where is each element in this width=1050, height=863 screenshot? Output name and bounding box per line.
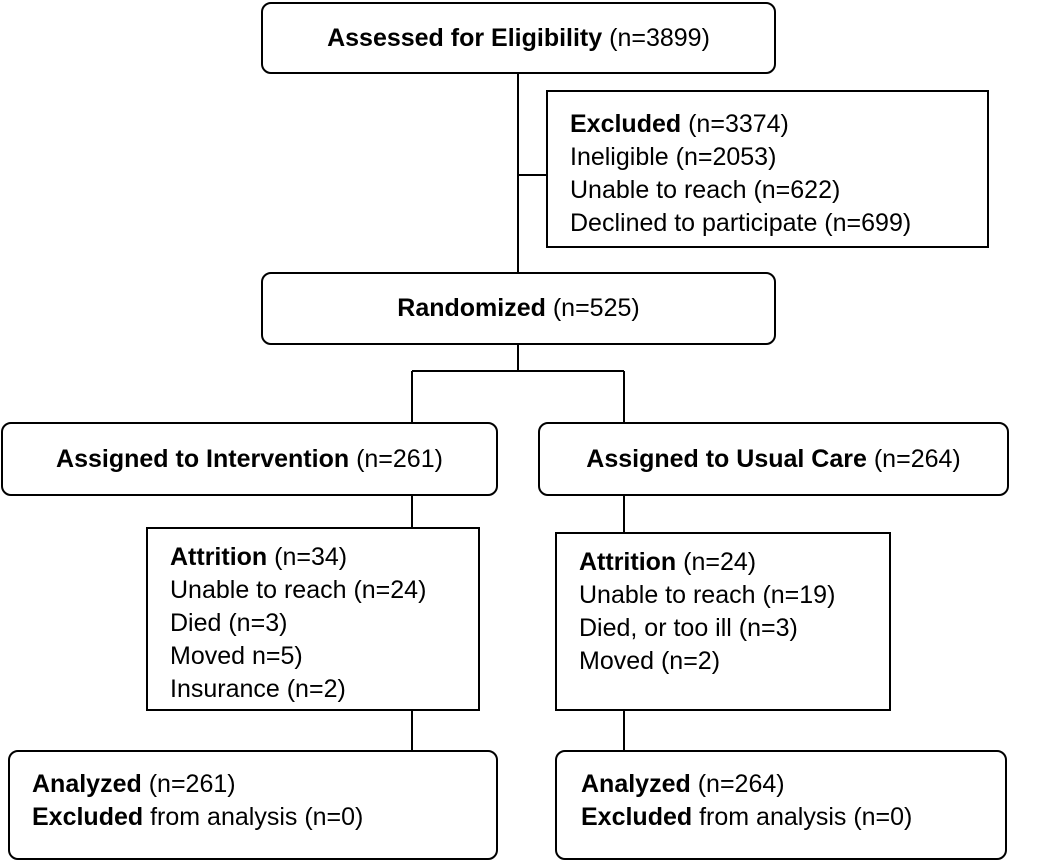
usual-care-analyzed-line: Analyzed (n=264) [581, 768, 1005, 801]
excluded-header: Excluded (n=3374) [570, 108, 987, 141]
assessed-line: Assessed for Eligibility (n=3899) [327, 22, 710, 55]
usual-care-assigned-line: Assigned to Usual Care (n=264) [586, 443, 960, 476]
usual-care-assigned-label: Assigned to Usual Care [586, 444, 867, 473]
usual-care-attrition-reason: Unable to reach (n=19) [579, 581, 836, 609]
intervention-analyzed-label: Analyzed [32, 770, 142, 798]
usual-care-analyzed-box: Analyzed (n=264) Excluded from analysis … [555, 750, 1007, 860]
intervention-attrition-reason: Unable to reach (n=24) [170, 576, 427, 604]
intervention-excluded-analysis-label: Excluded [32, 803, 144, 831]
usual-care-attrition-count: (n=24) [683, 548, 757, 576]
usual-care-assigned-box: Assigned to Usual Care (n=264) [538, 422, 1009, 496]
usual-care-analyzed-count: (n=264) [697, 770, 785, 798]
excluded-reason: Ineligible (n=2053) [570, 143, 777, 171]
intervention-excluded-analysis-line: Excluded from analysis (n=0) [32, 801, 496, 834]
intervention-analyzed-count: (n=261) [148, 770, 236, 798]
excluded-reason: Declined to participate (n=699) [570, 209, 912, 237]
usual-care-attrition-reason: Moved (n=2) [579, 647, 721, 675]
usual-care-attrition-header: Attrition (n=24) [579, 546, 889, 579]
intervention-assigned-box: Assigned to Intervention (n=261) [1, 422, 498, 496]
usual-care-analyzed-label: Analyzed [581, 770, 691, 798]
randomized-line: Randomized (n=525) [397, 292, 639, 325]
assessed-label: Assessed for Eligibility [327, 23, 603, 52]
assessed-box: Assessed for Eligibility (n=3899) [261, 2, 776, 74]
usual-care-attrition-label: Attrition [579, 548, 677, 576]
intervention-assigned-label: Assigned to Intervention [56, 444, 350, 473]
intervention-analyzed-line: Analyzed (n=261) [32, 768, 496, 801]
intervention-attrition-count: (n=34) [274, 543, 348, 571]
randomized-count: (n=525) [552, 294, 640, 322]
excluded-reason: Unable to reach (n=622) [570, 176, 841, 204]
assessed-count: (n=3899) [609, 23, 710, 52]
intervention-attrition-reason: Moved n=5) [170, 642, 303, 670]
intervention-attrition-label: Attrition [170, 543, 268, 571]
usual-care-attrition-box: Attrition (n=24) Unable to reach (n=19) … [555, 532, 891, 711]
excluded-label: Excluded [570, 110, 682, 138]
usual-care-excluded-analysis-text: from analysis (n=0) [699, 803, 913, 831]
intervention-attrition-reason: Died (n=3) [170, 609, 288, 637]
intervention-attrition-box: Attrition (n=34) Unable to reach (n=24) … [146, 527, 480, 711]
usual-care-excluded-analysis-line: Excluded from analysis (n=0) [581, 801, 1005, 834]
usual-care-assigned-count: (n=264) [873, 444, 961, 473]
excluded-box: Excluded (n=3374) Ineligible (n=2053) Un… [546, 90, 989, 248]
intervention-assigned-count: (n=261) [356, 444, 443, 473]
usual-care-attrition-reason: Died, or too ill (n=3) [579, 614, 798, 642]
randomized-label: Randomized [397, 294, 546, 322]
randomized-box: Randomized (n=525) [261, 272, 776, 345]
intervention-assigned-line: Assigned to Intervention (n=261) [56, 443, 443, 476]
excluded-count: (n=3374) [688, 110, 789, 138]
usual-care-excluded-analysis-label: Excluded [581, 803, 693, 831]
intervention-attrition-header: Attrition (n=34) [170, 541, 478, 574]
intervention-analyzed-box: Analyzed (n=261) Excluded from analysis … [8, 750, 498, 860]
intervention-attrition-reason: Insurance (n=2) [170, 675, 346, 703]
intervention-excluded-analysis-text: from analysis (n=0) [150, 803, 364, 831]
